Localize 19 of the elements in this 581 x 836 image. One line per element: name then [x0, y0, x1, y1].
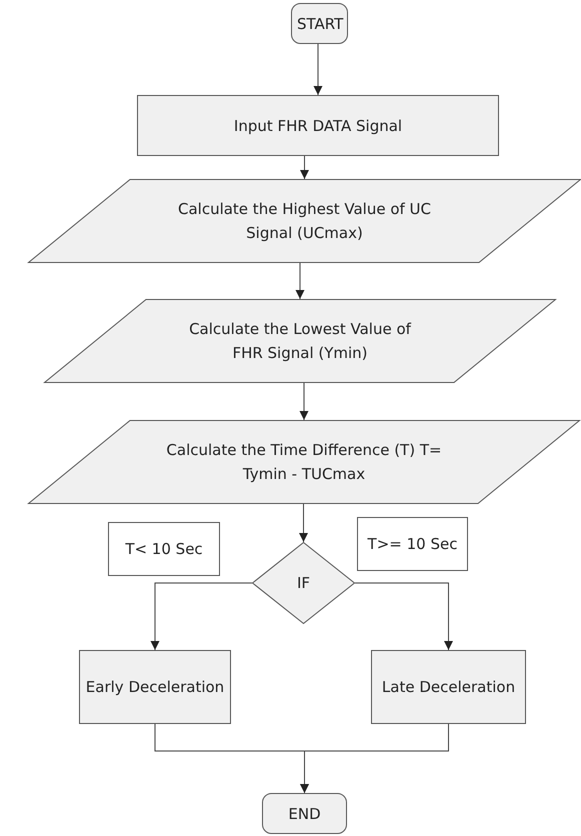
arrow	[300, 156, 309, 180]
arrow	[296, 262, 304, 300]
arrow	[314, 44, 322, 96]
arrow	[299, 504, 308, 542]
node-label: T< 10 Sec	[125, 539, 203, 560]
node-label: T>= 10 Sec	[368, 534, 458, 555]
arrow	[300, 382, 308, 420]
node-label: Calculate the Highest Value of UC Signal (UCmax)	[176, 199, 432, 244]
node-label: END	[288, 804, 321, 824]
node-label: Calculate the Time Difference (T) T= Tymin - TUCmax	[165, 440, 443, 485]
arrow	[300, 724, 449, 794]
arrow	[354, 582, 453, 650]
decision-label: IF	[296, 573, 310, 594]
node-label: Calculate the Lowest Value of FHR Signal (Ymin)	[188, 319, 412, 364]
node-label: Early Deceleration	[86, 677, 224, 698]
node-label: Late Deceleration	[382, 677, 516, 698]
node-label: START	[297, 14, 342, 34]
node-label: Input FHR DATA Signal	[234, 116, 402, 136]
arrow	[150, 582, 252, 650]
